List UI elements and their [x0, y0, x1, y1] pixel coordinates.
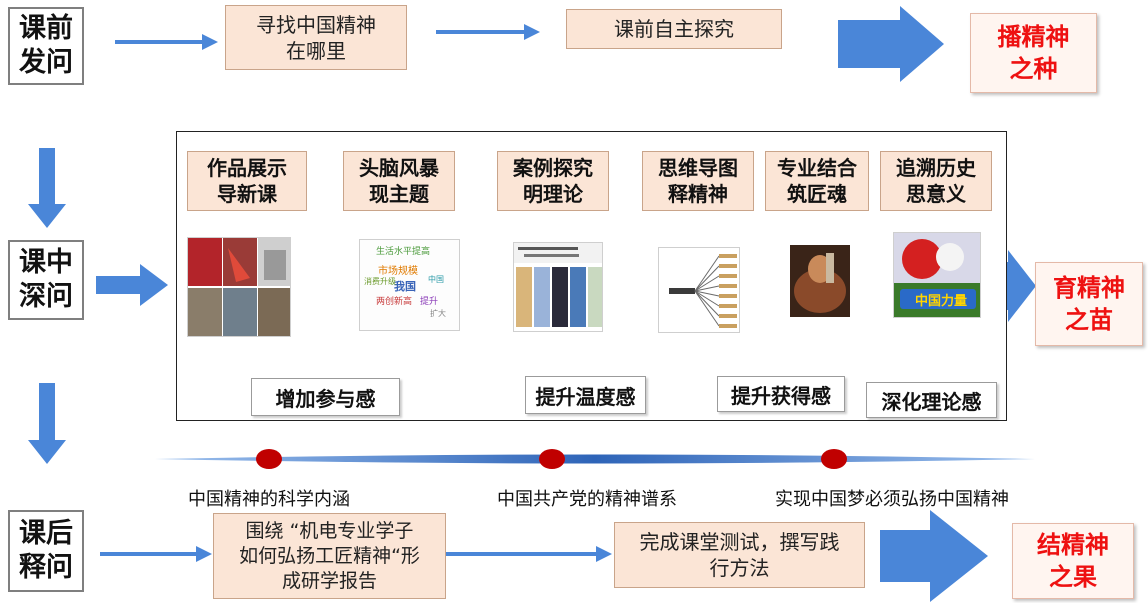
history-image-label: 中国力量	[914, 294, 967, 309]
post-step-research-report: 围绕 “机电专业学子 如何弘扬工匠精神“形 成研学报告	[213, 513, 446, 599]
timeline-bar	[155, 454, 1035, 464]
mind-map-image	[658, 247, 740, 333]
method-major-integration: 专业结合 筑匠魂	[765, 151, 869, 211]
wordcloud-word: 中国	[428, 275, 444, 284]
wordcloud-word: 生活水平提高	[376, 247, 431, 257]
timeline-dot	[256, 449, 282, 469]
big-arrow-icon	[880, 510, 988, 602]
big-arrow-icon	[838, 6, 944, 82]
arrow-icon	[100, 546, 212, 562]
method-mind-map: 思维导图 释精神	[642, 151, 754, 211]
pre-step-self-study: 课前自主探究	[566, 9, 782, 49]
arrow-icon	[436, 546, 612, 562]
timeline-topic: 中国精神的科学内涵	[188, 489, 350, 510]
wordcloud-word: 我国	[394, 280, 416, 293]
wordcloud-word: 两创新高	[376, 297, 413, 307]
craftsman-graphic	[790, 245, 850, 317]
timeline-topic: 实现中国梦必须弘扬中国精神	[775, 489, 1009, 510]
down-arrow-icon	[28, 148, 66, 228]
method-case-study: 案例探究 明理论	[497, 151, 609, 211]
wordcloud-word: 市场规模	[378, 266, 418, 277]
craftsman-image	[790, 245, 850, 317]
goal-sow-seed: 播精神 之种	[970, 13, 1097, 93]
arrow-icon	[436, 24, 540, 40]
timeline-topic: 中国共产党的精神谱系	[497, 489, 677, 510]
stage-in-class: 课中 深问	[8, 240, 84, 320]
effect-participation: 增加参与感	[251, 378, 400, 416]
pre-step-find-spirit: 寻找中国精神 在哪里	[225, 5, 407, 70]
history-graphic	[894, 233, 980, 317]
method-trace-history: 追溯历史 思意义	[880, 151, 992, 211]
timeline-dot	[821, 449, 847, 469]
collage-graphic	[188, 238, 290, 336]
wordcloud-word: 提升	[420, 297, 439, 307]
timeline-dot	[539, 449, 565, 469]
effect-warmth: 提升温度感	[525, 376, 646, 414]
arrow-icon	[96, 264, 168, 306]
stage-post-class: 课后 释问	[8, 510, 84, 592]
mind-map-graphic	[669, 254, 737, 328]
wordcloud-word: 扩大	[430, 309, 446, 318]
effect-gain: 提升获得感	[717, 376, 845, 412]
case-study-graphic	[514, 243, 602, 327]
effect-theory: 深化理论感	[866, 382, 997, 418]
post-step-class-test: 完成课堂测试，撰写践 行方法	[614, 522, 865, 588]
down-arrow-icon	[28, 383, 66, 464]
method-work-display: 作品展示 导新课	[187, 151, 307, 211]
method-brainstorm: 头脑风暴 现主题	[343, 151, 455, 211]
artwork-collage-image	[187, 237, 291, 337]
arrow-icon	[115, 34, 218, 50]
history-image: 中国力量	[893, 232, 981, 318]
wordcloud-word: 消费升级	[364, 277, 396, 286]
goal-grow-seedling: 育精神 之苗	[1035, 262, 1143, 346]
wordcloud-image: 生活水平提高 市场规模 我国 两创新高 提升 消费升级 中国 扩大	[359, 239, 460, 331]
case-study-image	[513, 242, 603, 332]
goal-bear-fruit: 结精神 之果	[1012, 523, 1134, 599]
stage-pre-class: 课前 发问	[8, 7, 84, 85]
